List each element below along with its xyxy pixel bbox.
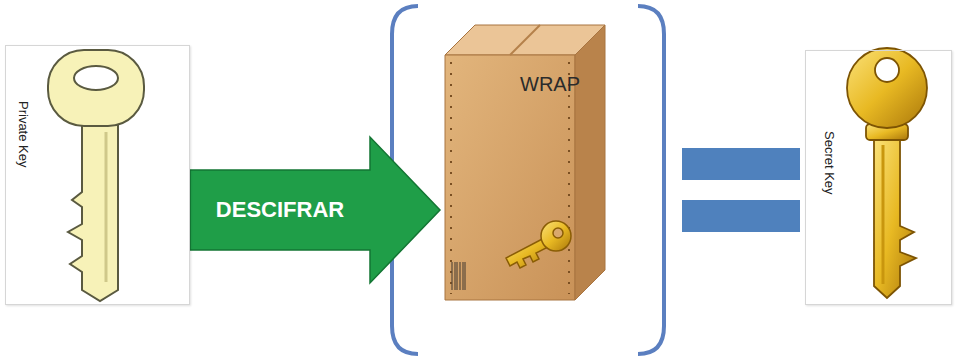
arrow-label: DESCIFRAR: [216, 197, 344, 223]
block-arrow: [190, 137, 440, 283]
equals-sign: [682, 148, 800, 232]
cardboard-box: [445, 25, 605, 300]
box-label: WRAP: [520, 73, 580, 95]
secret-key-icon: [847, 48, 927, 298]
key-card: Secret Key: [805, 50, 952, 305]
key-caption: Private Key: [16, 101, 31, 167]
key-card: Private Key: [5, 45, 190, 305]
card-ground: [5, 45, 190, 305]
key-caption: Secret Key: [822, 131, 837, 195]
wrap-box: WRAP: [440, 25, 605, 303]
private-key-icon: [48, 50, 144, 301]
bracket: [392, 6, 664, 354]
